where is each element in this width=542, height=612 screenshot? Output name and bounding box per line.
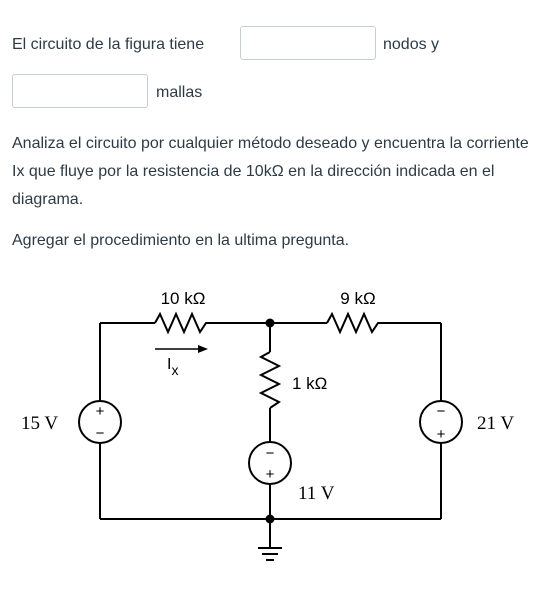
instructions-text: Analiza el circuito por cualquier método… [12,135,529,208]
resistor-1k-label: 1 kΩ [292,374,327,393]
current-label: Ix [167,356,178,378]
procedure-note: Agregar el procedimiento en la ultima pr… [12,227,532,255]
voltage-source-15v [78,400,122,444]
source-15v-label: 15 V [21,413,58,434]
resistor-9k-label: 9 kΩ [340,289,375,308]
node-top-middle [265,318,275,328]
node-bottom-middle [265,514,275,524]
source-21v-minus: − [437,403,446,420]
source-11v-minus: − [266,445,275,462]
resistor-9k [326,311,383,335]
resistor-1k [258,351,282,409]
source-21v-plus: + [437,426,446,443]
source-21v-label: 21 V [477,413,514,434]
instructions-paragraph: Analiza el circuito por cualquier método… [12,130,532,214]
source-11v-plus: + [266,466,275,483]
voltage-source-21v [419,400,463,444]
source-11v-label: 11 V [298,483,335,504]
current-label-main: I [167,356,171,373]
question-line-1-prefix: El circuito de la figura tiene [12,36,205,53]
circuit-wires [99,322,442,548]
nodes-answer-field[interactable] [240,26,376,60]
source-15v-plus: + [96,403,105,420]
ground-icon [258,547,282,561]
circuit-diagram: + − − + − + Ix 10 kΩ 9 kΩ 1 kΩ 15 V 21 V… [21,289,514,561]
current-arrow-icon [155,345,208,353]
current-label-subscript: x [171,362,178,378]
voltage-source-11v [248,441,292,485]
resistor-10k [154,311,211,335]
meshes-answer-field[interactable] [12,74,148,108]
resistor-10k-label: 10 kΩ [161,289,206,308]
question-line-1-suffix: nodos y [383,36,440,53]
procedure-note-text: Agregar el procedimiento en la ultima pr… [12,232,350,249]
source-15v-minus: − [96,425,105,442]
question-line-2-suffix: mallas [156,84,203,101]
